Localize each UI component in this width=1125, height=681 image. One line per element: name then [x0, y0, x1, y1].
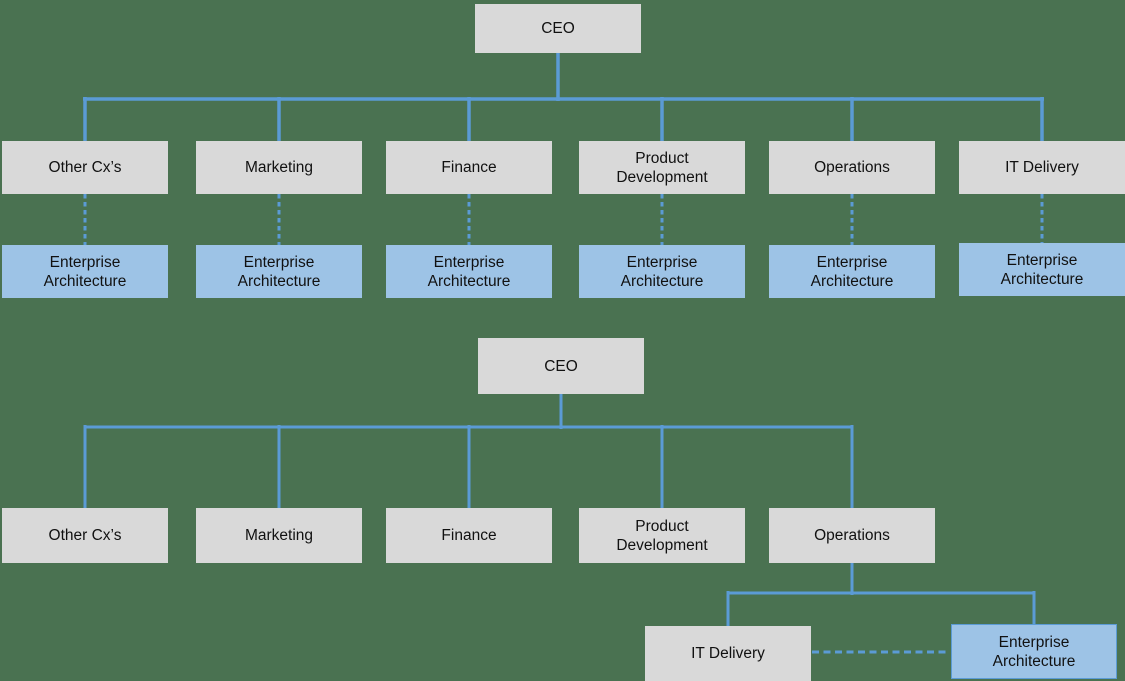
- node-ea-under-product-development: Enterprise Architecture: [579, 245, 745, 298]
- node-ea-under-operations: Enterprise Architecture: [769, 245, 935, 298]
- node-product-development-central: Product Development: [579, 508, 745, 563]
- node-product-development-matrix: Product Development: [579, 141, 745, 194]
- matrix-dotted-connectors: [83, 194, 1044, 246]
- matrix-solid-connectors: [83, 53, 1044, 141]
- node-finance-matrix: Finance: [386, 141, 552, 194]
- node-ea-under-it-delivery: Enterprise Architecture: [959, 243, 1125, 296]
- node-operations-matrix: Operations: [769, 141, 935, 194]
- node-ea-central: Enterprise Architecture: [951, 624, 1117, 679]
- node-it-delivery-matrix: IT Delivery: [959, 141, 1125, 194]
- node-ceo-matrix: CEO: [475, 4, 641, 53]
- node-other-cxs-central: Other Cx’s: [2, 508, 168, 563]
- node-ea-under-marketing: Enterprise Architecture: [196, 245, 362, 298]
- node-other-cxs-matrix: Other Cx’s: [2, 141, 168, 194]
- node-marketing-central: Marketing: [196, 508, 362, 563]
- node-ea-under-other-cxs: Enterprise Architecture: [2, 245, 168, 298]
- node-finance-central: Finance: [386, 508, 552, 563]
- node-marketing-matrix: Marketing: [196, 141, 362, 194]
- node-it-delivery-central: IT Delivery: [645, 626, 811, 681]
- node-ceo-central: CEO: [478, 338, 644, 394]
- node-operations-central: Operations: [769, 508, 935, 563]
- central-solid-connectors: [83, 394, 1036, 626]
- node-ea-under-finance: Enterprise Architecture: [386, 245, 552, 298]
